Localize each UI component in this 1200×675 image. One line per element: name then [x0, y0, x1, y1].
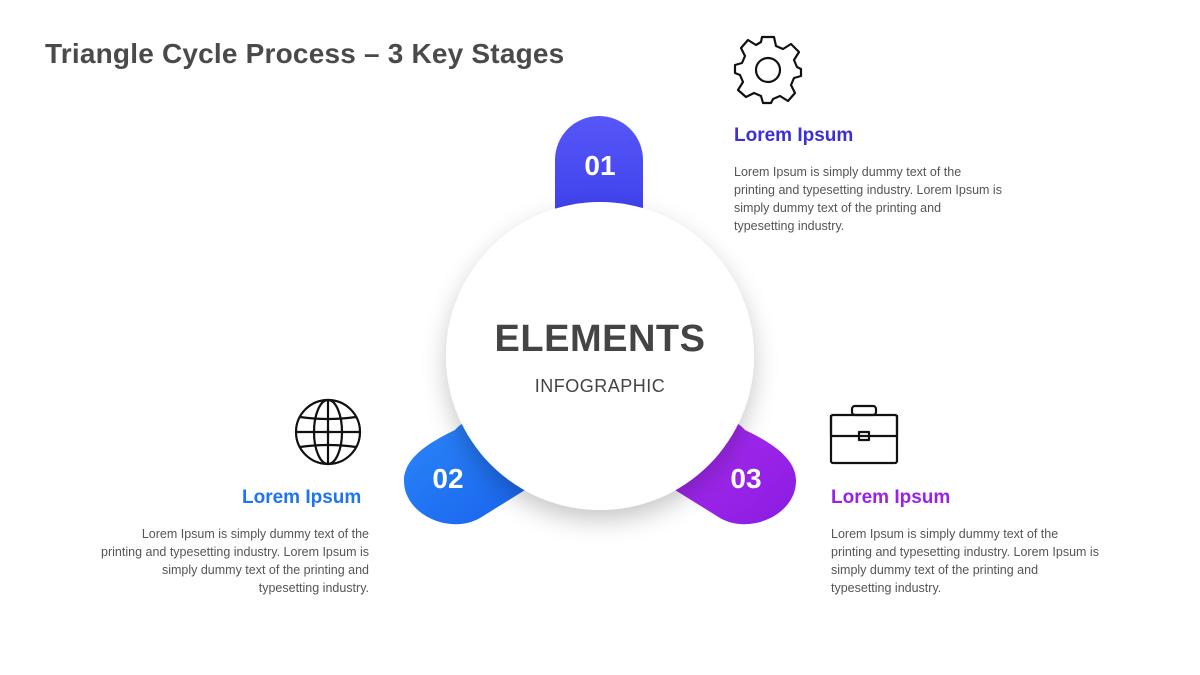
briefcase-icon [829, 404, 899, 465]
stage-2-number: 02 [432, 463, 464, 494]
stage-2-heading: Lorem Ipsum [242, 487, 362, 508]
center-subtitle: INFOGRAPHIC [534, 376, 666, 396]
stage-3-heading: Lorem Ipsum [831, 487, 951, 508]
stage-1-heading: Lorem Ipsum [734, 125, 854, 146]
stage-3-number: 03 [730, 463, 762, 494]
center-circle [446, 202, 754, 510]
stage-2-body: Lorem Ipsum is simply dummy text of the … [101, 527, 369, 595]
gear-icon [733, 35, 803, 105]
stage-1-body: Lorem Ipsum is simply dummy text of the … [734, 165, 1002, 233]
stage-3-body: Lorem Ipsum is simply dummy text of the … [831, 527, 1099, 595]
stage-1-number: 01 [584, 150, 616, 181]
globe-icon [294, 398, 362, 466]
center-title: ELEMENTS [494, 318, 706, 360]
page-title: Triangle Cycle Process – 3 Key Stages [45, 38, 565, 69]
